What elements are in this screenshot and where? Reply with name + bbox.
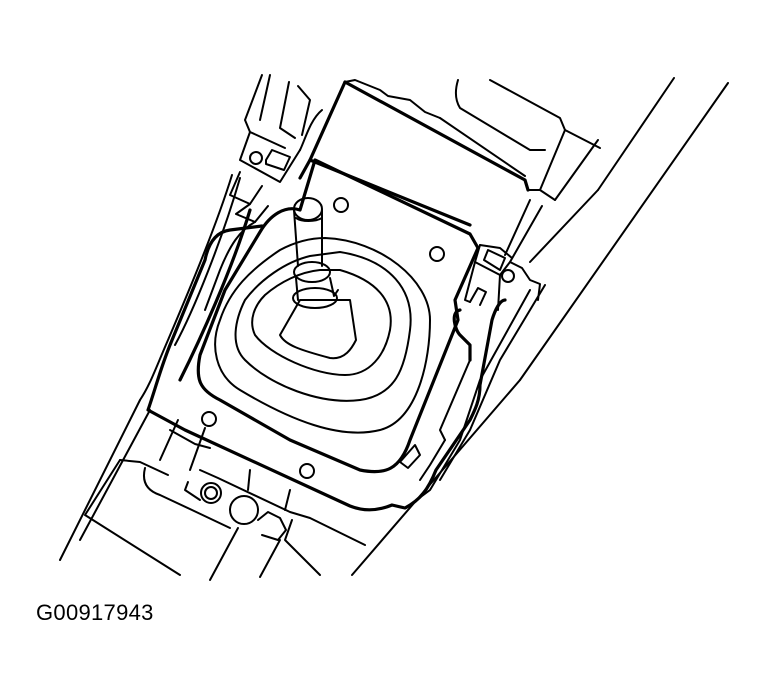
screw-hole-plate-right xyxy=(429,246,445,262)
console-trim-outer xyxy=(146,221,507,512)
screw-hole-plate-top xyxy=(333,197,349,213)
right-retaining-clip xyxy=(399,244,546,506)
shift-boot xyxy=(214,237,431,434)
screw-hole-upper-left xyxy=(249,151,263,165)
mount-boss xyxy=(229,495,259,525)
bolt-head xyxy=(200,482,222,504)
bolt-head-inner xyxy=(204,486,218,500)
front-mount-area xyxy=(84,419,366,581)
console-cover-rear xyxy=(298,79,601,263)
figure-id-label: G00917943 xyxy=(36,600,154,625)
screw-hole-clip-right xyxy=(501,269,515,283)
console-side-rails xyxy=(351,77,729,576)
screw-hole-plate-left xyxy=(201,411,217,427)
screw-hole-plate-bottom xyxy=(299,463,315,479)
left-retaining-clip xyxy=(229,74,311,223)
boot-bezel-plate xyxy=(196,158,480,479)
shift-lever xyxy=(292,197,339,309)
